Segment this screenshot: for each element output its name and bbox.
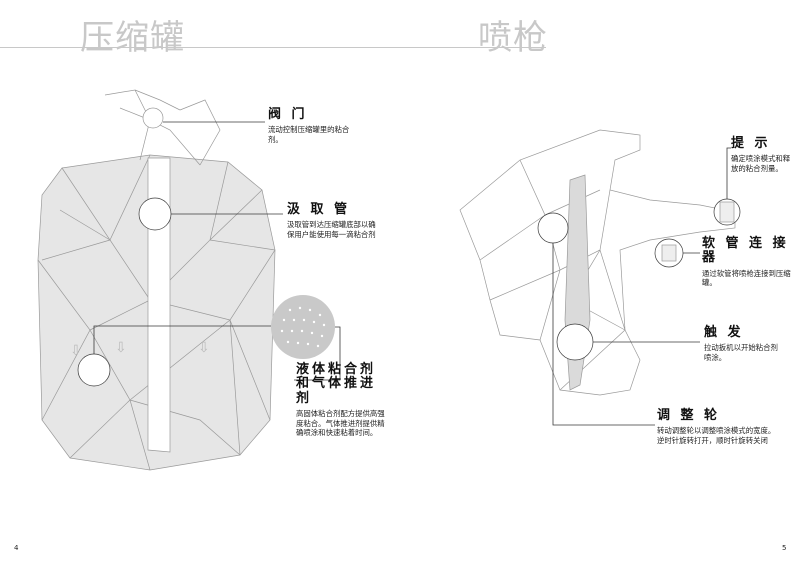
- callout-valve: 阀 门 流动控制压缩罐里的粘合剂。: [268, 107, 363, 145]
- spray-gun-illustration: [459, 129, 741, 396]
- callout-adjust-wheel-heading: 调 整 轮: [657, 408, 721, 423]
- callout-dip-tube-text: 汲取管到达压缩罐底部以确保用户能使用每一滴粘合剂: [287, 220, 376, 239]
- adhesive-dots: [280, 306, 326, 348]
- svg-text:⇩: ⇩: [198, 340, 210, 356]
- callout-hose-connector-heading: 软 管 连 接 器: [702, 236, 789, 266]
- callout-hose-connector: 软 管 连 接 器 通过软管将喷枪连接到压缩罐。: [702, 236, 794, 288]
- callout-valve-heading: 阀 门: [268, 107, 308, 122]
- right-page-number: 5: [782, 544, 787, 552]
- adhesive-sphere: [271, 295, 335, 359]
- tank-illustration: ⇩ ⇩ ⇧ ⇧ ⇧ ⇩: [37, 89, 276, 471]
- callout-adhesive: 液体粘合剂和气体推进剂 高固体粘合剂配方提供高强度粘合。气体推进剂提供精确喷涂和…: [296, 362, 386, 438]
- callout-trigger: 触 发 拉动扳机以开始粘合剂喷涂。: [704, 325, 784, 363]
- callout-trigger-text: 拉动扳机以开始粘合剂喷涂。: [704, 343, 778, 362]
- leader-lines: [93, 121, 731, 426]
- callout-adhesive-text: 高固体粘合剂配方提供高强度粘合。气体推进剂提供精确喷涂和快速粘着时间。: [296, 408, 385, 438]
- svg-text:⇧: ⇧: [155, 268, 167, 284]
- svg-text:⇩: ⇩: [115, 340, 127, 356]
- svg-text:⇧: ⇧: [155, 420, 167, 436]
- callout-tip: 提 示 确定喷涂模式和释放的粘合剂量。: [731, 136, 797, 174]
- callout-dip-tube: 汲 取 管 汲取管到达压缩罐底部以确保用户能使用每一滴粘合剂: [287, 202, 377, 240]
- callout-adjust-wheel-text: 转动调整轮以调整喷涂模式的宽度。逆时针旋转打开，顺时针旋转关闭: [657, 426, 776, 445]
- callout-trigger-heading: 触 发: [704, 325, 744, 340]
- left-page-title: 压缩罐: [80, 18, 185, 58]
- callout-adjust-wheel: 调 整 轮 转动调整轮以调整喷涂模式的宽度。逆时针旋转打开，顺时针旋转关闭: [657, 408, 781, 446]
- left-page-number: 4: [14, 544, 19, 552]
- callout-hose-connector-text: 通过软管将喷枪连接到压缩罐。: [702, 268, 791, 288]
- svg-text:⇩: ⇩: [70, 343, 82, 359]
- right-page-title: 喷枪: [478, 18, 548, 58]
- callout-dip-tube-heading: 汲 取 管: [287, 202, 351, 217]
- callout-adhesive-heading: 液体粘合剂和气体推进剂: [296, 362, 377, 406]
- callout-tip-text: 确定喷涂模式和释放的粘合剂量。: [731, 154, 791, 173]
- svg-text:⇧: ⇧: [155, 348, 167, 364]
- right-title-rule: [400, 47, 546, 48]
- callout-tip-heading: 提 示: [731, 136, 771, 151]
- left-title-rule: [0, 47, 400, 48]
- callout-valve-text: 流动控制压缩罐里的粘合剂。: [268, 125, 350, 144]
